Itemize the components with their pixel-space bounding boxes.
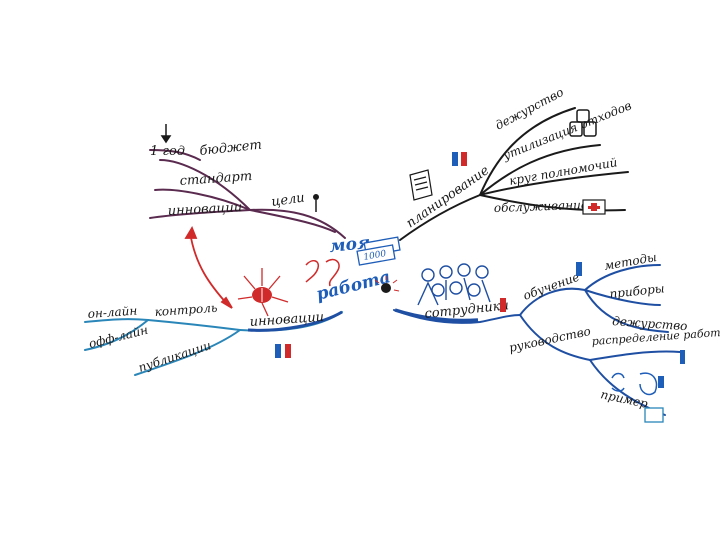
faces-icon xyxy=(612,373,664,394)
planning-service: обслуживание xyxy=(494,198,589,215)
goals-pin-icon xyxy=(313,194,319,212)
innovations-control: контроль xyxy=(154,301,218,319)
link-arrow-icon xyxy=(186,228,232,308)
innovations-publications: публикации xyxy=(137,338,213,375)
battery-icon xyxy=(645,408,663,422)
staff-guidance: руководство xyxy=(508,324,592,355)
training-methods: методы xyxy=(603,250,658,273)
planning-authority: круг полномочий xyxy=(508,155,618,188)
first-aid-icon xyxy=(583,200,605,214)
goals-innovations: инновации xyxy=(167,200,242,219)
staff-training: обучение xyxy=(521,270,581,303)
innovations-offline: офф-лайн xyxy=(87,323,149,351)
planning-markers-icon xyxy=(452,152,467,166)
goals-standard: стандарт xyxy=(179,169,252,189)
goals-arrow-down-icon xyxy=(162,124,170,142)
innovations-label: инновации xyxy=(249,310,324,330)
goals-sub-1-year: 1 год xyxy=(150,144,185,159)
center-title-line2: работа xyxy=(314,267,392,305)
goals-label: цели xyxy=(270,190,305,210)
goals-budget: бюджет xyxy=(199,138,263,159)
brain-icon xyxy=(238,268,288,316)
checklist-icon xyxy=(410,170,432,200)
innovations-markers-icon xyxy=(275,344,291,358)
people-icon xyxy=(418,264,490,305)
planning-duty: дежурство xyxy=(493,85,566,133)
branch-goals xyxy=(150,150,345,238)
training-devices: приборы xyxy=(609,281,665,301)
